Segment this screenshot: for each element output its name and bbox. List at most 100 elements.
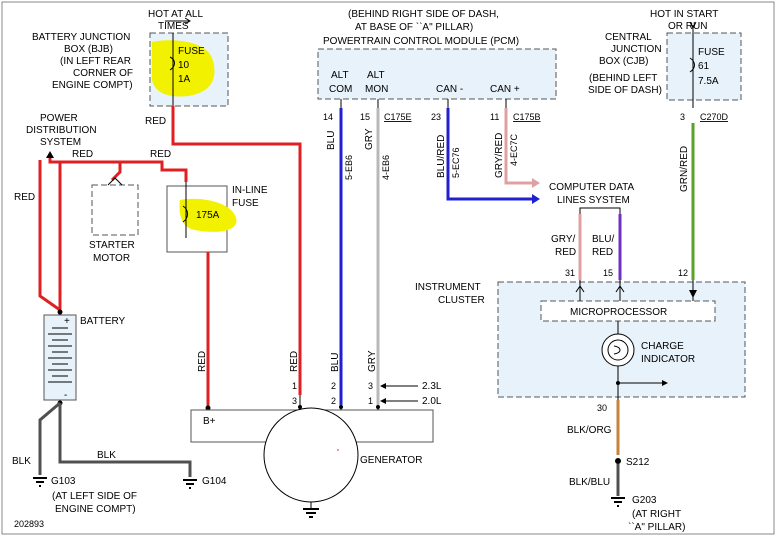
inline-fuse-symbol (182, 205, 188, 223)
cjb-fuse-number: 61 (698, 61, 710, 72)
bjb-label-3: (IN LEFT REAR (60, 56, 131, 67)
circuit-5ec76: 5-EC76 (451, 147, 461, 178)
wire-red-bjb (171, 106, 302, 395)
wire-gry-label-gen: GRY (367, 350, 378, 372)
wire-blk-blu-label: BLK/BLU (569, 477, 610, 488)
wire-blu-red-split-2: RED (592, 247, 613, 258)
generator-ground-icon (303, 508, 319, 518)
battery-cells (48, 327, 72, 383)
pcm-alt-mon-2: MON (365, 84, 388, 95)
pds-label-3: SYSTEM (40, 137, 81, 148)
bjb-label-2: BOX (BJB) (64, 44, 113, 55)
wire-gry-red-arrow (532, 178, 540, 188)
bjb-label-4: CORNER OF (73, 68, 133, 79)
engine-20-label: 2.0L (422, 396, 442, 407)
pin-14: 14 (323, 112, 333, 122)
pcm-alt-com-1: ALT (331, 70, 349, 81)
inline-fuse-highlight (179, 198, 237, 232)
wire-gry-red (504, 108, 532, 185)
wire-red-label-gen: RED (289, 351, 300, 372)
circuit-4eb6: 4-EB6 (381, 155, 391, 180)
g103-loc-2: ENGINE COMPT) (55, 504, 136, 515)
cjb-label-4: (BEHIND LEFT (589, 73, 657, 84)
cluster-arrow-15 (615, 285, 625, 293)
bjb-fuse-number: 10 (178, 60, 190, 71)
bplus-label: B+ (203, 416, 216, 427)
wire-gry-red-split-2: RED (555, 247, 576, 258)
pin-23: 23 (431, 112, 441, 122)
wire-blu-label-top: BLU (326, 131, 337, 150)
battery-label: BATTERY (80, 316, 126, 327)
g203-label: G203 (632, 495, 657, 506)
circuit-4ec7c: 4-EC7C (509, 133, 519, 166)
charge-indicator-inner (607, 339, 629, 361)
pin-15-cluster: 15 (603, 268, 613, 278)
ic-label-1: INSTRUMENT (415, 282, 481, 293)
cjb-label-2: JUNCTION (611, 44, 662, 55)
wire-red-batt (38, 160, 61, 312)
pcm-box (317, 48, 557, 100)
ic-label-2: CLUSTER (438, 295, 485, 306)
bjb-fuse-label: FUSE (178, 46, 205, 57)
gen-pin-blu-23: 2 (331, 381, 336, 391)
cdl-label-1: COMPUTER DATA (549, 182, 635, 193)
cjb-arrow (689, 21, 697, 30)
cjb-fuse-label: FUSE (698, 47, 725, 58)
cluster-arrow-31 (575, 285, 585, 293)
wire-red-label-mid: RED (72, 149, 93, 160)
cjb-fuse-symbol (689, 57, 695, 73)
bjb-arrow (184, 17, 191, 25)
bjb-label-1: BATTERY JUNCTION (32, 32, 130, 43)
bjb-fuse-amp: 1A (178, 74, 191, 85)
pin-30: 30 (597, 403, 607, 413)
gen-pin-gry-23: 3 (368, 381, 373, 391)
microprocessor-label: MICROPROCESSOR (570, 307, 667, 318)
pcm-can-plus: CAN + (490, 84, 520, 95)
bplus-terminal (205, 405, 211, 411)
hot-all-times-1: HOT AT ALL (148, 9, 203, 20)
pcm-loc-2: AT BASE OF ``A" PILLAR) (355, 21, 473, 33)
gen-pin-red-23: 1 (292, 381, 297, 391)
wire-blk-g104 (58, 403, 192, 477)
pin-31: 31 (565, 268, 575, 278)
battery-plus: + (64, 316, 70, 327)
wire-blu-red-split-1: BLU/ (592, 234, 614, 245)
wire-red-pds (48, 158, 62, 315)
starter-motor-box (91, 184, 139, 236)
pds-label-2: DISTRIBUTION (26, 125, 97, 136)
charge-label-2: INDICATOR (641, 354, 695, 365)
connector-c175b: C175B (513, 112, 541, 122)
bjb-label-5: ENGINE COMPT) (52, 80, 133, 91)
battery-pos-terminal (57, 309, 63, 315)
charge-branch-arrow (662, 380, 668, 386)
cdl-label-2: LINES SYSTEM (557, 195, 630, 206)
s212-splice (615, 458, 621, 464)
generator-body (263, 407, 359, 503)
pcm-alt-mon-1: ALT (367, 70, 385, 81)
inline-fuse-label-1: IN-LINE (232, 185, 268, 196)
pds-label-1: POWER (40, 113, 78, 124)
figure-id: 202893 (14, 519, 44, 529)
engine-23-label: 2.3L (422, 381, 442, 392)
pcm-alt-com-2: COM (329, 84, 352, 95)
bjb-highlight (152, 40, 215, 97)
wire-gry-red-split-1: GRY/ (551, 234, 575, 245)
wire-blk-label-left: BLK (12, 456, 31, 467)
charge-indicator-filament (613, 345, 621, 355)
wire-blu-red (446, 108, 532, 201)
wire-red-label-bplus: RED (197, 351, 208, 372)
cjb-label-1: CENTRAL (605, 32, 652, 43)
microprocessor-box (540, 300, 716, 322)
charge-label-1: CHARGE (641, 341, 684, 352)
wire-blk-g103 (38, 401, 61, 475)
wire-gry-red-label: GRY/RED (494, 133, 505, 178)
engine-23-arrow (380, 383, 386, 389)
wire-blu-label-gen: BLU (330, 353, 341, 372)
pds-arrow (46, 151, 54, 158)
battery-minus: - (64, 390, 67, 401)
g203-ground-icon (611, 497, 625, 507)
hot-start-2: OR RUN (668, 21, 707, 32)
cluster-arrow-12 (689, 290, 697, 298)
wire-blu-red-label: BLU/RED (436, 135, 447, 178)
